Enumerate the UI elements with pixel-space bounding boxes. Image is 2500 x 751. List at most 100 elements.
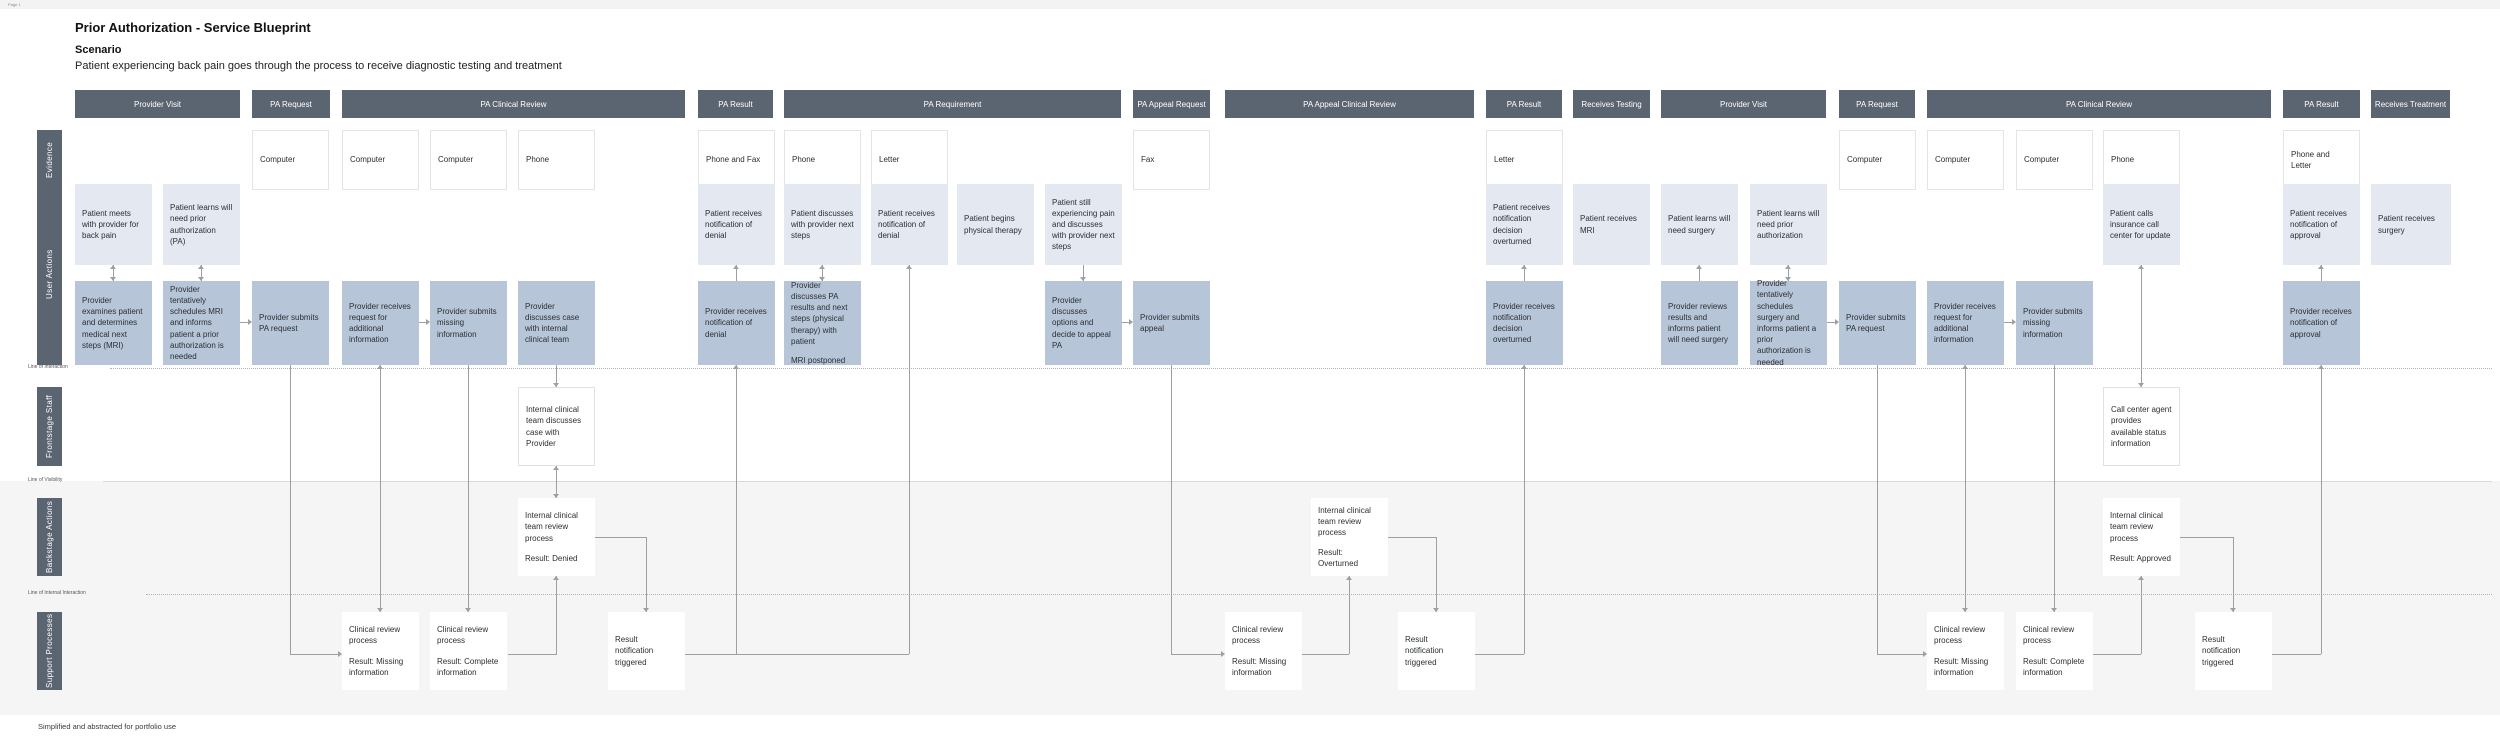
page-title: Prior Authorization - Service Blueprint [75,20,311,35]
provider-action: Provider receives request for additional… [1927,281,2004,365]
arrow-right [1923,651,1927,657]
connector [1171,365,1172,654]
connector [290,654,338,655]
provider-action: Provider submits PA request [1839,281,1916,365]
connector [468,365,469,612]
connector [290,365,291,654]
arrow-up [2138,265,2144,269]
arrow-up [1962,365,1968,369]
connector [2321,265,2322,281]
provider-action: Provider discusses case with internal cl… [518,281,595,365]
line-of-internal-interaction-label: Line of Internal Interaction [28,590,86,596]
patient-action: Patient begins physical therapy [957,184,1034,265]
connector [1083,265,1084,281]
evidence-box: Letter [871,130,948,190]
provider-action: Provider receives request for additional… [342,281,419,365]
provider-action: Provider tentatively schedules surgery a… [1750,279,1827,367]
arrow-right [2012,319,2016,325]
arrow-up [906,265,912,269]
arrow-down [1785,277,1791,281]
provider-action: Provider receives notification of approv… [2283,281,2360,365]
phase-header: PA Clinical Review [1927,90,2271,118]
arrow-up [2318,365,2324,369]
arrow-down [2230,608,2236,612]
arrow-down [110,277,116,281]
patient-action: Patient receives MRI [1573,184,1650,265]
line-of-internal-interaction [146,594,2492,595]
connector [595,537,647,538]
arrow-up [1696,265,1702,269]
frontstage-action: Call center agent provides available sta… [2103,387,2180,466]
patient-action: Patient still experiencing pain and disc… [1045,184,1122,265]
evidence-box: Fax [1133,130,1210,190]
arrow-up [553,466,559,470]
connector [380,365,381,612]
connector [1788,265,1789,281]
connector [2141,576,2142,654]
provider-action: Provider submits PA request [252,281,329,365]
phase-header: PA Request [252,90,330,118]
phase-header: PA Request [1839,90,1915,118]
phase-header: PA Result [2283,90,2360,118]
arrow-up [377,365,383,369]
arrow-up [553,576,559,580]
evidence-box: Computer [342,130,419,190]
arrow-down [1080,277,1086,281]
provider-action: Provider tentatively schedules MRI and i… [163,281,240,365]
phase-header: Receives Treatment [2371,90,2450,118]
connector [508,654,557,655]
arrow-down [643,608,649,612]
patient-action: Patient meets with provider for back pai… [75,184,152,265]
corner-label: Page 1 [8,2,21,7]
patient-action: Patient calls insurance call center for … [2103,184,2180,265]
provider-action: Provider submits missing information [430,281,507,365]
arrow-down [553,383,559,387]
evidence-box: Computer [430,130,507,190]
patient-action: Patient receives surgery [2371,184,2451,265]
arrow-right [248,319,252,325]
arrow-up [733,265,739,269]
arrow-up [198,265,204,269]
phase-header: Receives Testing [1573,90,1650,118]
lane-label-backstage: Backstage Actions [37,498,62,576]
connector [556,466,557,498]
connector [2321,365,2322,654]
arrow-down [2051,608,2057,612]
connector [736,365,737,654]
patient-action: Patient receives notification of denial [871,184,948,265]
connector [736,265,737,281]
phase-header: PA Result [698,90,773,118]
connector [1524,365,1525,654]
connector [1877,654,1925,655]
connector [1699,265,1700,281]
arrow-right [1221,651,1225,657]
scenario-heading: Scenario [75,44,122,56]
provider-action: Provider discusses PA results and next s… [784,281,861,365]
arrow-up [1521,265,1527,269]
provider-action: Provider receives notification decision … [1486,281,1563,365]
phase-header: PA Result [1486,90,1562,118]
connector [2093,654,2141,655]
phase-header: PA Appeal Clinical Review [1225,90,1474,118]
arrow-right [426,319,430,325]
connector [2141,265,2142,387]
provider-action: Provider reviews results and informs pat… [1661,281,1738,365]
evidence-box: Phone [518,130,595,190]
phase-header: PA Clinical Review [342,90,685,118]
connector [1475,654,1524,655]
patient-action: Patient learns will need prior authoriza… [163,184,240,265]
provider-action: Provider submits missing information [2016,281,2093,365]
connector [240,322,249,323]
evidence-box: Computer [252,130,329,190]
arrow-down [1433,608,1439,612]
evidence-box: Letter [1486,130,1563,190]
connector [113,265,114,281]
